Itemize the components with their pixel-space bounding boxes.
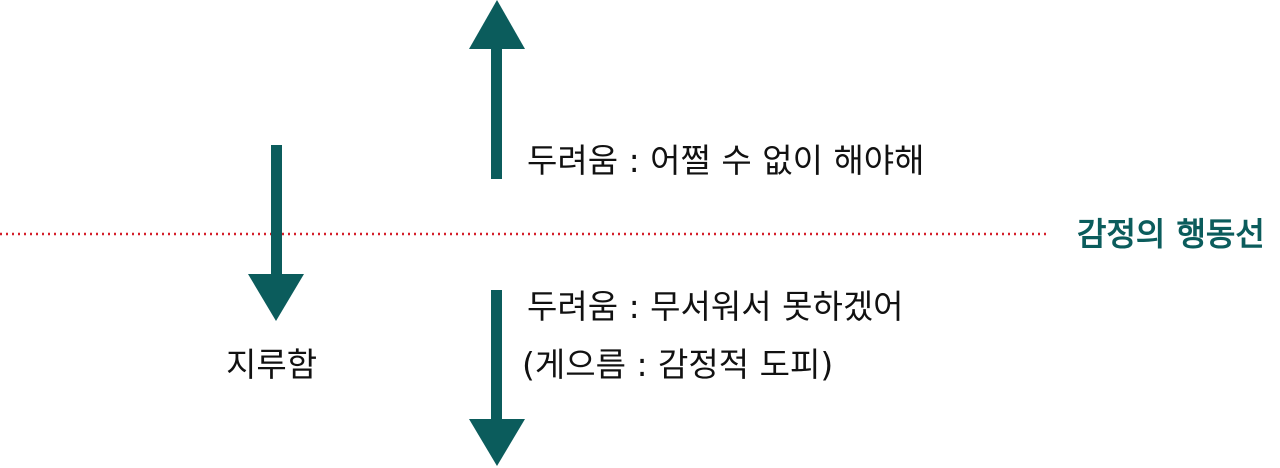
fear-scared-label: 두려움 : 무서워서 못하겠어 bbox=[527, 287, 904, 326]
laziness-label: (게으름 : 감정적 도피) bbox=[522, 345, 834, 384]
fear-urgent-label: 두려움 : 어쩔 수 없이 해야해 bbox=[527, 141, 925, 180]
boredom-label: 지루함 bbox=[226, 345, 318, 384]
emotion-line-label: 감정의 행동선 bbox=[1077, 215, 1265, 253]
fear-down-arrow bbox=[469, 290, 525, 466]
up-arrow bbox=[469, 0, 525, 179]
boredom-down-arrow bbox=[248, 145, 304, 321]
